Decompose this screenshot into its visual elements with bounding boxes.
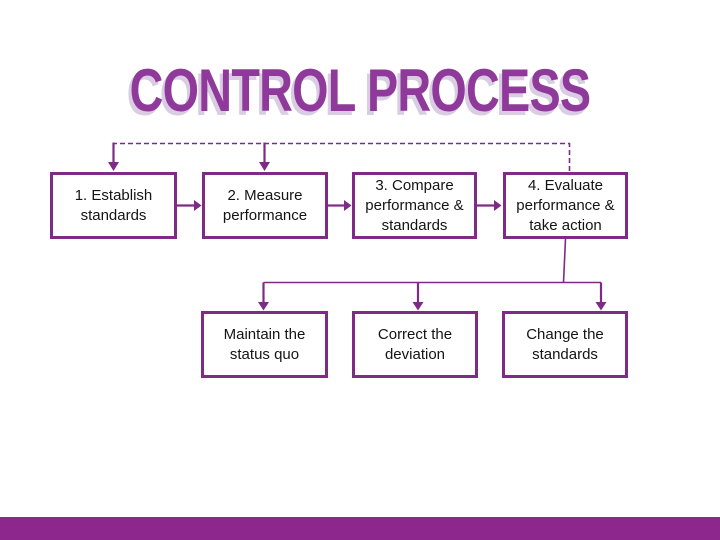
arrowhead-into-maintain <box>258 302 269 311</box>
flow-box-compare-performance: 3. Compare performance & standards <box>352 172 477 239</box>
footer-bar <box>0 517 720 540</box>
arrowhead-box3-to-box4 <box>494 200 502 211</box>
flow-box-label: 2. Measure performance <box>222 186 308 224</box>
flow-box-label: 1. Establish standards <box>74 186 153 224</box>
arrowhead-into-box1 <box>108 162 119 171</box>
arrowhead-box1-to-box2 <box>194 200 202 211</box>
flow-box-establish-standards: 1. Establish standards <box>50 172 177 239</box>
slide-title: CONTROL PROCESS <box>129 57 591 124</box>
arrowhead-into-box2 <box>259 162 270 171</box>
flow-box-correct-deviation: Correct the deviation <box>352 311 478 378</box>
flow-box-label: 3. Compare performance & standards <box>365 176 464 234</box>
flow-box-label: Change the standards <box>526 325 604 363</box>
flow-box-label: Maintain the status quo <box>223 325 306 363</box>
flow-box-maintain-status-quo: Maintain the status quo <box>201 311 328 378</box>
arrowhead-into-change <box>595 302 607 311</box>
feedback-dashed-line <box>113 142 571 171</box>
flow-box-change-standards: Change the standards <box>502 311 628 378</box>
arrowhead-box2-to-box3 <box>344 200 352 211</box>
flow-box-label: 4. Evaluate performance & take action <box>516 176 615 234</box>
branch-line-from-box4 <box>263 238 601 284</box>
arrowhead-into-correct <box>412 302 424 311</box>
flow-box-measure-performance: 2. Measure performance <box>202 172 328 239</box>
flow-box-label: Correct the deviation <box>377 325 453 363</box>
flow-box-evaluate-take-action: 4. Evaluate performance & take action <box>503 172 628 239</box>
